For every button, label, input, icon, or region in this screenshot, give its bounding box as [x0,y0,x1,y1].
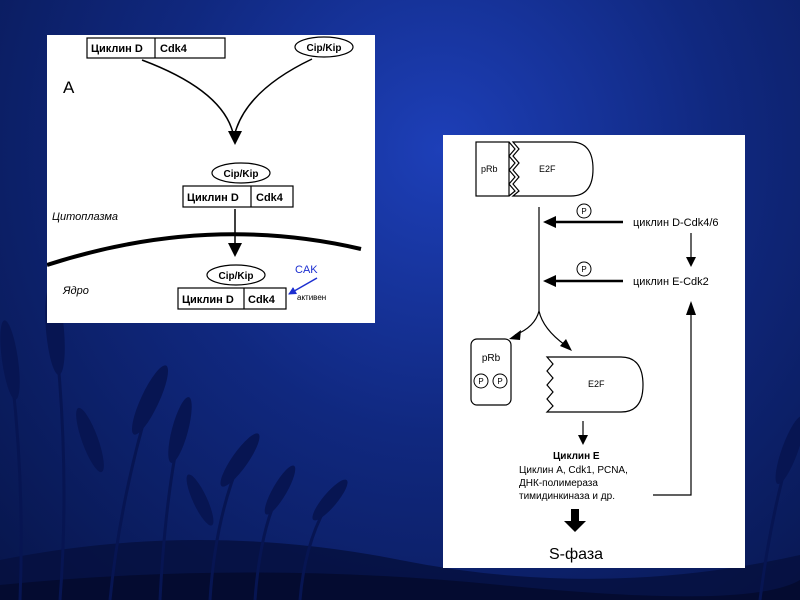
split-right [538,310,566,346]
active-label: активен [297,293,326,302]
p-circle-1: P [478,377,483,386]
curve-right [234,58,313,134]
cyclin-e-input: P циклин E-Cdk2 [543,261,709,288]
cip-kip-top: Cip/Kip [294,36,354,58]
complex-middle-cyclin-d: Циклин D [187,192,239,204]
cyclin-d-input: P циклин D-Cdk4/6 [543,203,719,229]
arrow-down-top [228,131,242,145]
cip-kip-top-label: Cip/Kip [307,43,342,54]
complex-top-cdk4: Cdk4 [160,43,188,55]
e2f-to-cyclin-arrow-head [578,435,588,445]
cytoplasm-label: Цитоплазма [52,211,118,223]
s-phase-arrow [564,509,586,532]
complex-bottom: Циклин D Cdk4 [177,287,287,310]
cak-arrow [288,277,318,295]
panel-a-diagram: Циклин D Cdk4 Cip/Kip A Cip/Kip Циклин D… [46,35,375,323]
genes-line-2: ДНК-полимераза [519,478,598,489]
complex-middle-cdk4: Cdk4 [256,192,284,204]
split-right-head [560,339,572,351]
prb-label-top: pRb [481,164,498,174]
d-to-e-arrow-head [686,257,696,267]
cip-kip-bottom: Cip/Kip [206,264,266,286]
arrow-down-middle [228,243,242,257]
complex-top: Циклин D Cdk4 [86,37,226,59]
cyclin-e-title: Циклин E [553,451,600,462]
free-e2f: E2F [545,356,644,413]
e2f-label-free: E2F [588,379,605,389]
panel-a-svg: Циклин D Cdk4 Cip/Kip A Cip/Kip Циклин D… [46,36,362,310]
p-circle-2: P [497,377,502,386]
p-circle-d: P [581,207,586,216]
cip-kip-middle-label: Cip/Kip [224,169,259,180]
feedback-arrow-head [686,301,696,315]
e2f-label-top: E2F [539,164,556,174]
s-phase-label: S-фаза [549,546,603,563]
panel-b-diagram: pRb E2F P циклин D-Cdk4/6 P циклин E-Cdk… [443,135,745,568]
cyclin-d-cdk-label: циклин D-Cdk4/6 [633,217,719,229]
complex-middle: Циклин D Cdk4 [182,185,294,208]
panel-letter-a: A [63,78,75,97]
genes-line-3: тимидинкиназа и др. [519,491,615,502]
complex-bottom-cdk4: Cdk4 [248,294,276,306]
curve-left [141,59,234,134]
phospho-prb: pRb P P [470,338,512,406]
split-left-head [509,330,521,340]
cak-label: CAK [295,264,318,276]
prb-label-phospho: pRb [482,353,501,364]
panel-b-svg: pRb E2F P циклин D-Cdk4/6 P циклин E-Cdk… [470,141,719,563]
nucleus-label: Ядро [62,285,89,297]
p-circle-e: P [581,265,586,274]
complex-bottom-cyclin-d: Циклин D [182,294,234,306]
cyclin-e-cdk2-label: циклин E-Cdk2 [633,276,709,288]
prb-e2f-complex: pRb E2F [475,141,594,197]
feedback-line [653,313,692,496]
nuclear-membrane [46,232,362,267]
cip-kip-bottom-label: Cip/Kip [219,271,254,282]
complex-top-cyclin-d: Циклин D [91,43,143,55]
split-left [514,310,540,336]
genes-line-1: Циклин A, Cdk1, PCNA, [519,465,628,476]
cip-kip-middle: Cip/Kip [211,162,271,184]
